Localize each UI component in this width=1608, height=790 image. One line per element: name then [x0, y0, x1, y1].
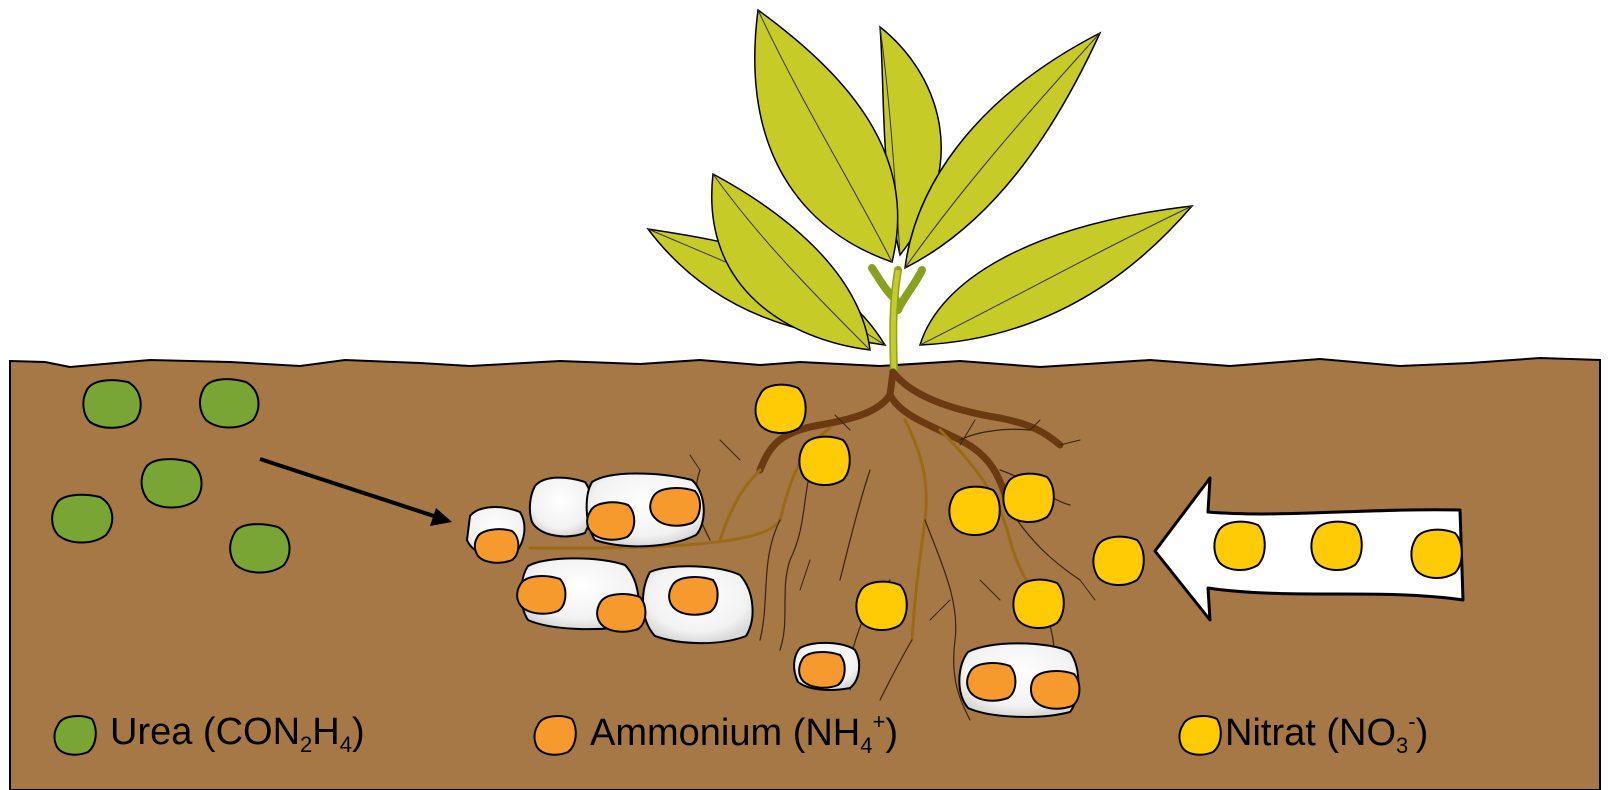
nitrate-particle [856, 582, 906, 630]
legend-urea-label: Urea (CON2H4) [110, 713, 365, 756]
ammonium-particle [475, 529, 519, 563]
ammonium-particle [1031, 671, 1079, 709]
urea-particle [230, 524, 289, 572]
nitrate-particle [1214, 522, 1264, 570]
nitrate-particle [1411, 530, 1461, 578]
urea-swatch-icon [52, 711, 98, 757]
ammonium-particle [967, 663, 1015, 701]
legend-urea: Urea (CON2H4) [52, 704, 365, 764]
legend-ammonium: Ammonium (NH4+) [532, 704, 898, 764]
legend-nitrat-label: Nitrat (NO3-) [1225, 711, 1428, 757]
nitrate-particle [1311, 522, 1361, 570]
urea-particle [52, 495, 112, 543]
urea-particle [200, 379, 258, 427]
nitrate-particle [1093, 537, 1143, 585]
urea-particle [142, 459, 202, 507]
nitrat-swatch-icon [1177, 711, 1223, 757]
plant [648, 10, 1192, 372]
ammonium-particle [587, 502, 634, 539]
nitrate-particle [1013, 580, 1063, 628]
nitrate-particle [799, 437, 849, 485]
nitrate-particle [756, 385, 806, 433]
ammonium-particle [650, 488, 700, 526]
ammonium-particle [597, 594, 645, 632]
ammonium-particle [799, 652, 845, 688]
legend-ammonium-label: Ammonium (NH4+) [590, 711, 898, 757]
soil-clump [530, 478, 592, 537]
ammonium-swatch-icon [532, 711, 578, 757]
nitrate-particle [1003, 474, 1053, 522]
urea-particle [83, 380, 140, 428]
ammonium-particle [517, 576, 565, 614]
legend-nitrat: Nitrat (NO3-) [1177, 704, 1428, 764]
nitrate-particle [949, 487, 999, 535]
ammonium-particle [669, 577, 717, 615]
